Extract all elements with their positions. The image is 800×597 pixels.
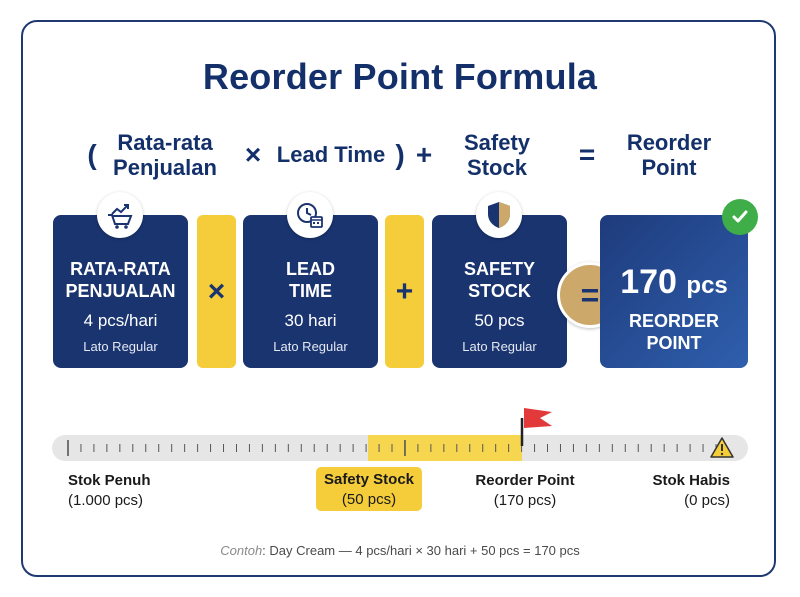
shield-icon [476,192,522,238]
operator-times: × [197,215,236,368]
formula-equals: = [578,139,596,170]
result-number: 170 [620,263,677,301]
formula-term-reorderpoint-line1: Reorder [626,130,712,155]
card-lead-time: LEAD TIME 30 hari Lato Regular [243,215,378,368]
card-note: Lato Regular [273,339,348,354]
card-title-line2: TIME [289,281,332,301]
card-value: 50 pcs [474,311,525,330]
result-label-line2: POINT [646,333,702,353]
scale-label-name: Safety Stock [323,471,415,488]
scale-label-reorder-point: Reorder Point (170 pcs) [470,471,580,511]
result-unit: pcs [686,272,728,299]
scale-label-name: Stok Habis [652,472,730,489]
scale-safety-zone [368,435,522,461]
warning-icon [710,437,734,458]
card-title: RATA-RATA PENJUALAN [53,258,188,302]
check-icon [722,199,758,235]
card-title: SAFETY STOCK [432,258,567,302]
card-value: 4 pcs/hari [83,311,158,330]
formula-plus: + [415,139,433,170]
formula-term-safetystock-line2: Stock [467,155,527,180]
formula-times: × [244,139,262,170]
clock-calendar-icon [287,192,333,238]
formula-term-reorderpoint: Reorder Point [614,130,724,180]
card-title-line2: PENJUALAN [65,281,176,301]
result-label: REORDER POINT [600,310,748,354]
card-title-line1: LEAD [286,259,335,279]
scale-label-value: (50 pcs) [341,491,397,508]
card-title-line2: STOCK [468,281,531,301]
scale-ticks [67,440,717,456]
result-value: 170 pcs [600,263,748,302]
card-note: Lato Regular [83,339,158,354]
card-title-line1: SAFETY [463,259,535,279]
scale-label-value: (170 pcs) [493,492,557,509]
formula-term-penjualan-line1: Rata-rata [117,130,213,155]
formula-row: ( Rata-rata Penjualan × Lead Time ) + Sa… [0,128,800,188]
formula-term-leadtime: Lead Time [276,142,386,167]
footnote-text: : Day Cream — 4 pcs/hari × 30 hari + 50 … [262,543,580,558]
card-value: 30 hari [284,311,337,330]
scale-label-name: Stok Penuh [68,472,151,489]
scale-label-value: (0 pcs) [684,492,730,509]
example-footnote: Contoh: Day Cream — 4 pcs/hari × 30 hari… [0,543,800,558]
result-label-line1: REORDER [628,311,719,331]
formula-term-reorderpoint-line2: Point [641,155,697,180]
cart-chart-icon [97,192,143,238]
formula-close-paren: ) [395,139,405,170]
formula-term-safetystock-line1: Safety [463,130,531,155]
flag-icon [524,408,552,428]
formula-term-safetystock: Safety Stock [450,130,544,180]
card-rata-rata-penjualan: RATA-RATA PENJUALAN 4 pcs/hari Lato Regu… [53,215,188,368]
card-safety-stock: SAFETY STOCK 50 pcs Lato Regular [432,215,567,368]
scale-label-stok-habis: Stok Habis (0 pcs) [640,471,730,511]
page-title: Reorder Point Formula [202,56,598,97]
scale-label-stok-penuh: Stok Penuh (1.000 pcs) [68,471,151,511]
result-card: 170 pcs REORDER POINT [600,215,748,368]
stock-scale [52,408,748,461]
formula-term-penjualan-line2: Penjualan [113,155,217,180]
scale-label-name: Reorder Point [475,472,575,489]
footnote-prefix: Contoh [220,543,263,558]
formula-term-penjualan: Rata-rata Penjualan [104,130,226,180]
scale-label-safety-stock: Safety Stock (50 pcs) [316,467,422,511]
operator-plus: + [385,215,424,368]
card-note: Lato Regular [462,339,537,354]
card-title: LEAD TIME [243,258,378,302]
card-title-line1: RATA-RATA [70,259,171,279]
formula-open-paren: ( [87,139,97,170]
scale-label-value: (1.000 pcs) [68,492,144,509]
